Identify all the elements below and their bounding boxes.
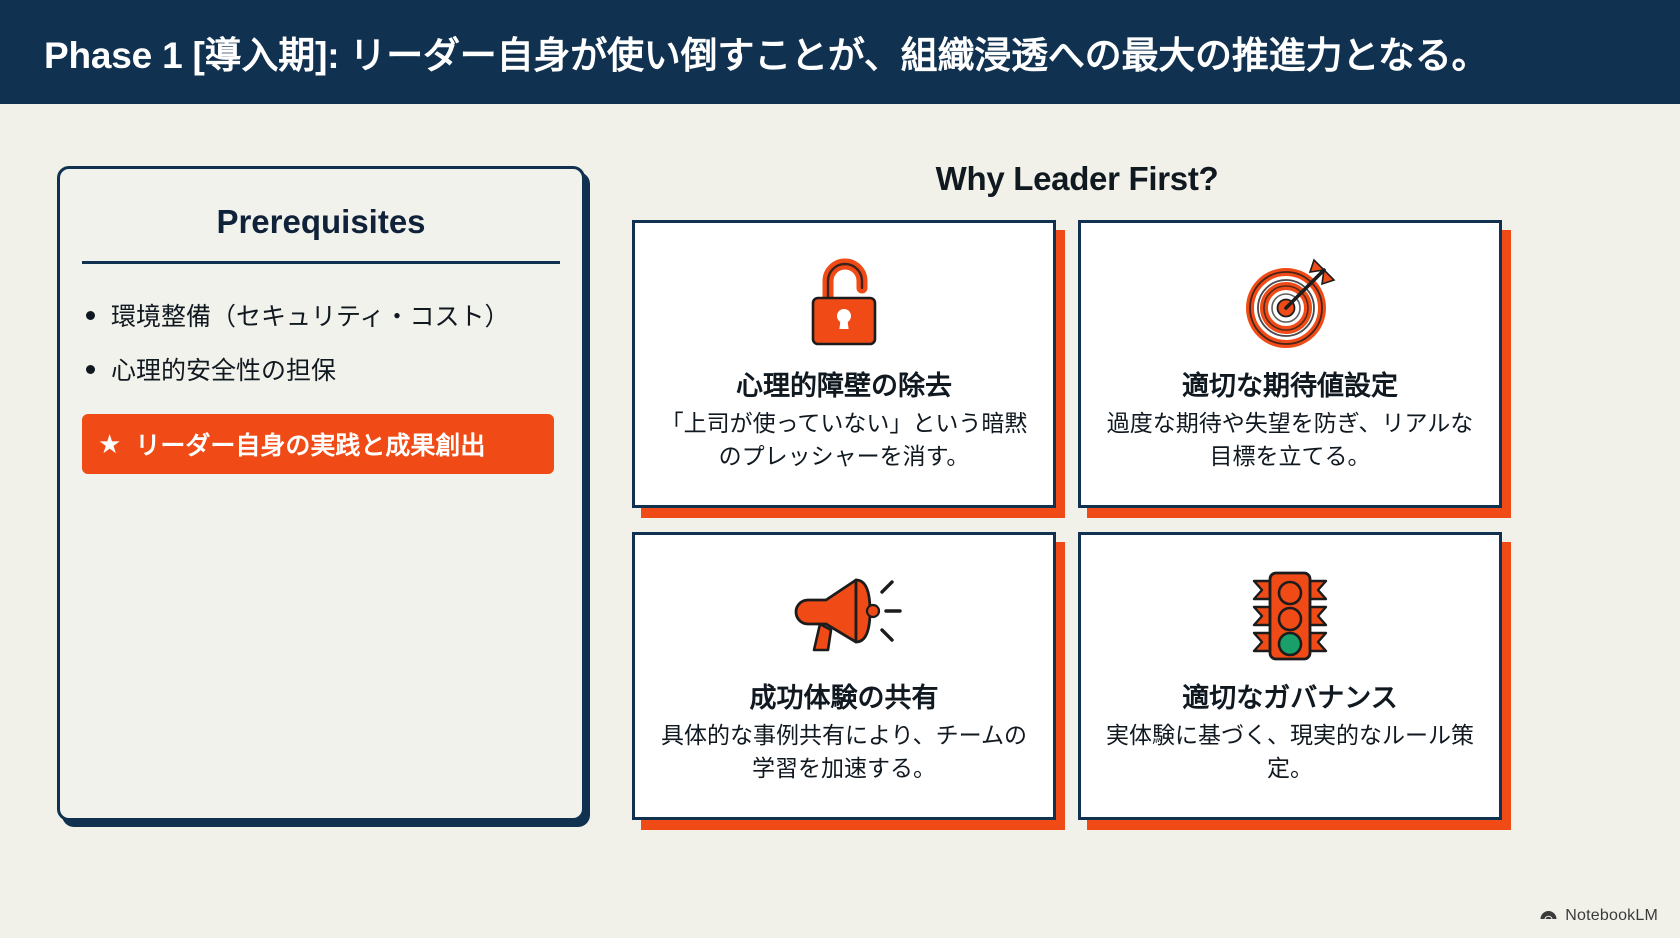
header-bar: Phase 1 [導入期]: リーダー自身が使い倒すことが、組織浸透への最大の推…	[0, 0, 1680, 104]
reason-card-grid: 心理的障壁の除去 「上司が使っていない」という暗黙のプレッシャーを消す。	[632, 220, 1522, 820]
megaphone-icon	[784, 564, 904, 668]
reason-card-description: 「上司が使っていない」という暗黙のプレッシャーを消す。	[660, 409, 1028, 469]
prerequisites-divider	[82, 261, 560, 264]
open-padlock-icon	[798, 252, 890, 356]
list-item-label: 心理的安全性の担保	[111, 357, 337, 385]
bullet-icon	[86, 311, 95, 320]
highlighted-prerequisite: ★ リーダー自身の実践と成果創出	[82, 414, 554, 474]
reason-card-success-sharing: 成功体験の共有 具体的な事例共有により、チームの学習を加速する。	[632, 532, 1056, 820]
why-leader-first-section: Why Leader First? 心理的障壁の除去 「上司が使っていない」とい…	[632, 160, 1522, 820]
bullet-icon	[86, 365, 95, 374]
notebooklm-watermark: NotebookLM	[1539, 905, 1658, 926]
reason-card-expectation-setting: 適切な期待値設定 過度な期待や失望を防ぎ、リアルな目標を立てる。	[1078, 220, 1502, 508]
reason-card-governance: 適切なガバナンス 実体験に基づく、現実的なルール策定。	[1078, 532, 1502, 820]
prerequisites-list: 環境整備（セキュリティ・コスト） 心理的安全性の担保	[60, 264, 582, 396]
reason-card-title: 成功体験の共有	[749, 682, 939, 713]
list-item: 心理的安全性の担保	[60, 342, 582, 396]
list-item: 環境整備（セキュリティ・コスト）	[60, 288, 582, 342]
reason-card-description: 具体的な事例共有により、チームの学習を加速する。	[661, 721, 1027, 781]
reason-card-description: 実体験に基づく、現実的なルール策定。	[1106, 721, 1474, 781]
star-icon: ★	[98, 429, 122, 459]
reason-card-title: 適切な期待値設定	[1182, 370, 1398, 401]
highlighted-prerequisite-label: リーダー自身の実践と成果創出	[135, 432, 486, 460]
reason-card-description: 過度な期待や失望を防ぎ、リアルな目標を立てる。	[1106, 409, 1474, 469]
target-dartboard-icon	[1240, 252, 1340, 356]
list-item-label: 環境整備（セキュリティ・コスト）	[111, 303, 510, 331]
prerequisites-title: Prerequisites	[216, 203, 426, 240]
reason-card-title: 心理的障壁の除去	[736, 370, 952, 401]
reason-card-psychological-barrier: 心理的障壁の除去 「上司が使っていない」という暗黙のプレッシャーを消す。	[632, 220, 1056, 508]
notebooklm-icon	[1539, 905, 1558, 926]
notebooklm-label: NotebookLM	[1565, 906, 1658, 924]
prerequisites-panel: Prerequisites 環境整備（セキュリティ・コスト） 心理的安全性の担保…	[57, 166, 585, 821]
reason-card-title: 適切なガバナンス	[1182, 682, 1398, 713]
traffic-light-icon	[1240, 564, 1340, 668]
page-title: Phase 1 [導入期]: リーダー自身が使い倒すことが、組織浸透への最大の推…	[44, 35, 1489, 76]
section-title: Why Leader First?	[935, 160, 1219, 197]
